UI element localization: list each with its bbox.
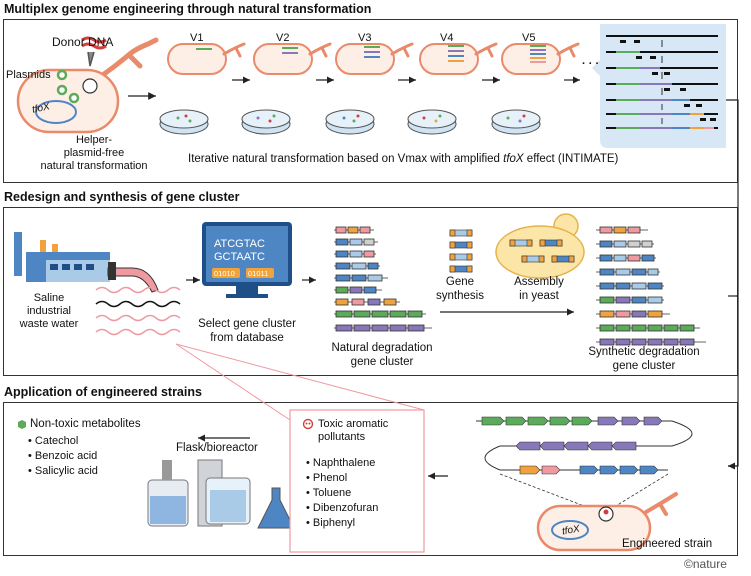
gene-synthesis-pieces xyxy=(449,229,473,273)
natural-cluster-label-line1: Natural degradation xyxy=(331,342,433,354)
connector-right xyxy=(726,99,739,470)
pollutant-item: Toluene xyxy=(306,486,378,501)
synthetic-cluster-label-line2: gene cluster xyxy=(612,360,676,372)
pollutant-list: Naphthalene Phenol Toluene Dibenzofuran … xyxy=(306,456,379,531)
select-label-line1: Select gene cluster xyxy=(198,318,296,330)
donor-dna-label: Donor DNA xyxy=(52,35,114,49)
flask-label: Flask/bioreactor xyxy=(176,442,258,454)
skull-icon xyxy=(302,418,314,430)
intimate-caption: Iterative natural transformation based o… xyxy=(188,153,619,165)
waste-label-line2: industrial xyxy=(26,305,72,317)
plasmids-label: Plasmids xyxy=(6,69,51,81)
toxic-heading-line2: pollutants xyxy=(318,431,366,443)
metabolite-list: Catechol Benzoic acid Salicylic acid xyxy=(28,434,98,479)
natural-gene-cluster xyxy=(334,226,432,332)
pollutant-item: Phenol xyxy=(306,471,378,486)
ellipsis-label: · · · xyxy=(582,58,600,70)
waste-label-line1: Saline xyxy=(33,292,65,304)
waste-water-waves xyxy=(95,286,181,336)
section-title-redesign: Redesign and synthesis of gene cluster xyxy=(4,190,240,204)
synthetic-cluster-label-line1: Synthetic degradation xyxy=(588,346,700,358)
version-label-v4: V4 xyxy=(440,32,454,44)
gene-synthesis-label-line1: Gene xyxy=(445,276,475,288)
version-label-v1: V1 xyxy=(190,32,204,44)
iteration-cells xyxy=(167,42,580,75)
pollutant-item: Biphenyl xyxy=(306,516,378,531)
metabolite-item: Benzoic acid xyxy=(28,449,98,464)
version-label-v2: V2 xyxy=(276,32,290,44)
assembly-label-line1: Assembly xyxy=(514,276,564,288)
bioreactor-icons xyxy=(147,459,295,529)
section-title-application: Application of engineered strains xyxy=(4,385,202,399)
natural-cluster-label-line2: gene cluster xyxy=(350,356,414,368)
engineered-strain-label: Engineered strain xyxy=(622,538,713,550)
screen-seq-line2: GCTAATC xyxy=(214,251,265,263)
plasmid-icons xyxy=(56,69,80,104)
screen-binary-2: 01011 xyxy=(248,269,269,278)
helper-label-line3: natural transformation xyxy=(40,160,148,172)
screen-seq-line1: ATCGTAC xyxy=(214,238,265,250)
genome-editing-panel xyxy=(592,24,726,148)
screen-binary-1: 01010 xyxy=(214,269,235,278)
helper-cell xyxy=(16,37,159,134)
helper-label-line2: plasmid-free xyxy=(63,147,125,159)
pollutant-item: Naphthalene xyxy=(306,456,378,471)
select-label-line2: from database xyxy=(210,332,284,344)
yeast-cell-icon xyxy=(495,213,585,279)
gene-synthesis-label-line2: synthesis xyxy=(436,290,484,302)
toxic-heading-line1: Toxic aromatic xyxy=(318,418,389,430)
assembly-label-line2: in yeast xyxy=(519,290,559,302)
synthetic-gene-cluster xyxy=(596,226,706,346)
section-title-multiplex: Multiplex genome engineering through nat… xyxy=(4,2,372,16)
helper-label-line1: Helper- xyxy=(75,134,113,146)
donor-dna-icon xyxy=(81,36,107,67)
waste-label-line3: waste water xyxy=(19,318,79,330)
engineered-strain-cell xyxy=(536,492,678,552)
engineered-gene-cluster xyxy=(476,416,693,513)
nontoxic-heading: Non-toxic metabolites xyxy=(30,418,141,430)
pollutant-item: Dibenzofuran xyxy=(306,501,378,516)
computer-monitor-icon xyxy=(202,222,292,298)
metabolite-item: Salicylic acid xyxy=(28,464,98,479)
metabolite-item: Catechol xyxy=(28,434,98,449)
hexagon-icon xyxy=(18,420,26,429)
nature-credit: ©nature xyxy=(684,557,727,571)
version-label-v3: V3 xyxy=(358,32,372,44)
version-label-v5: V5 xyxy=(522,32,536,44)
petri-dishes xyxy=(159,109,541,135)
factory-icon xyxy=(14,232,159,293)
